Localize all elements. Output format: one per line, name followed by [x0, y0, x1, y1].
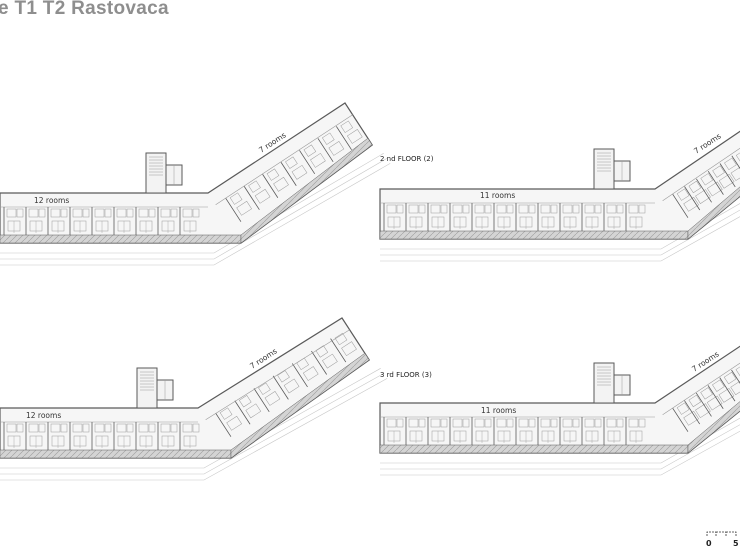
room-count-straight-top-right: 11 rooms [480, 191, 515, 200]
floor-plan-top-left [0, 102, 391, 266]
floor-label-3rd: 3 rd FLOOR (3) [380, 371, 432, 379]
room-count-straight-bottom-left: 12 rooms [26, 411, 61, 420]
room-count-straight-top-left: 12 rooms [34, 196, 69, 205]
scale-label-start: 0 [706, 539, 712, 548]
room-count-straight-bottom-right: 11 rooms [481, 406, 516, 415]
floor-plan-bottom-left [0, 317, 388, 481]
scale-bar: 0 5 [706, 531, 739, 548]
floor-plan-top-right [379, 130, 740, 262]
floor-label-2nd: 2 nd FLOOR (2) [380, 155, 434, 163]
scale-label-end: 5 [733, 539, 739, 548]
page-title: e T1 T2 Rastovaca [0, 0, 169, 19]
floor-plan-bottom-right [379, 345, 740, 476]
